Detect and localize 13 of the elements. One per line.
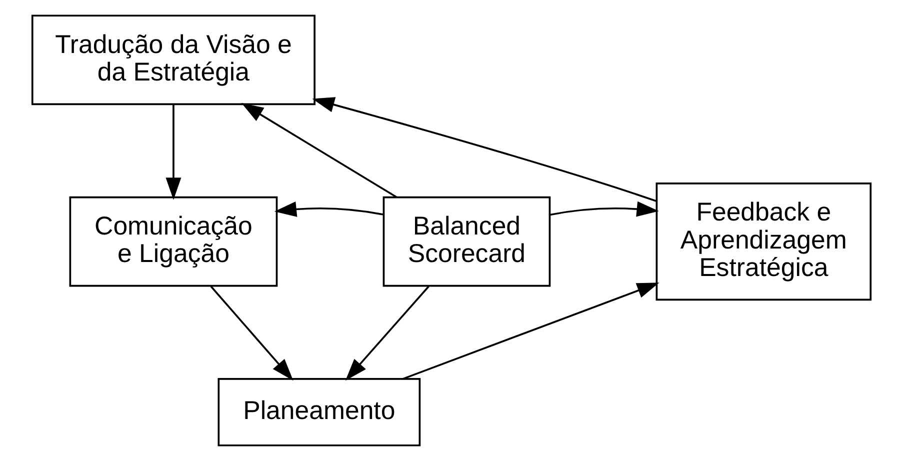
node-box: Comunicação e Ligação: [68, 196, 278, 287]
arrow: [312, 97, 656, 202]
node-box: Tradução da Visão e da Estratégia: [30, 14, 315, 106]
arrow: [274, 202, 383, 217]
node-box: Planeamento: [217, 378, 420, 446]
arrow: [210, 286, 293, 381]
node-box: Balanced Scorecard: [382, 196, 550, 287]
arrow: [165, 104, 181, 200]
arrow: [240, 102, 397, 198]
arrow: [344, 286, 429, 381]
arrow: [402, 282, 659, 380]
arrow: [550, 201, 658, 217]
node-box: Feedback e Aprendizagem Estratégica: [655, 182, 872, 301]
